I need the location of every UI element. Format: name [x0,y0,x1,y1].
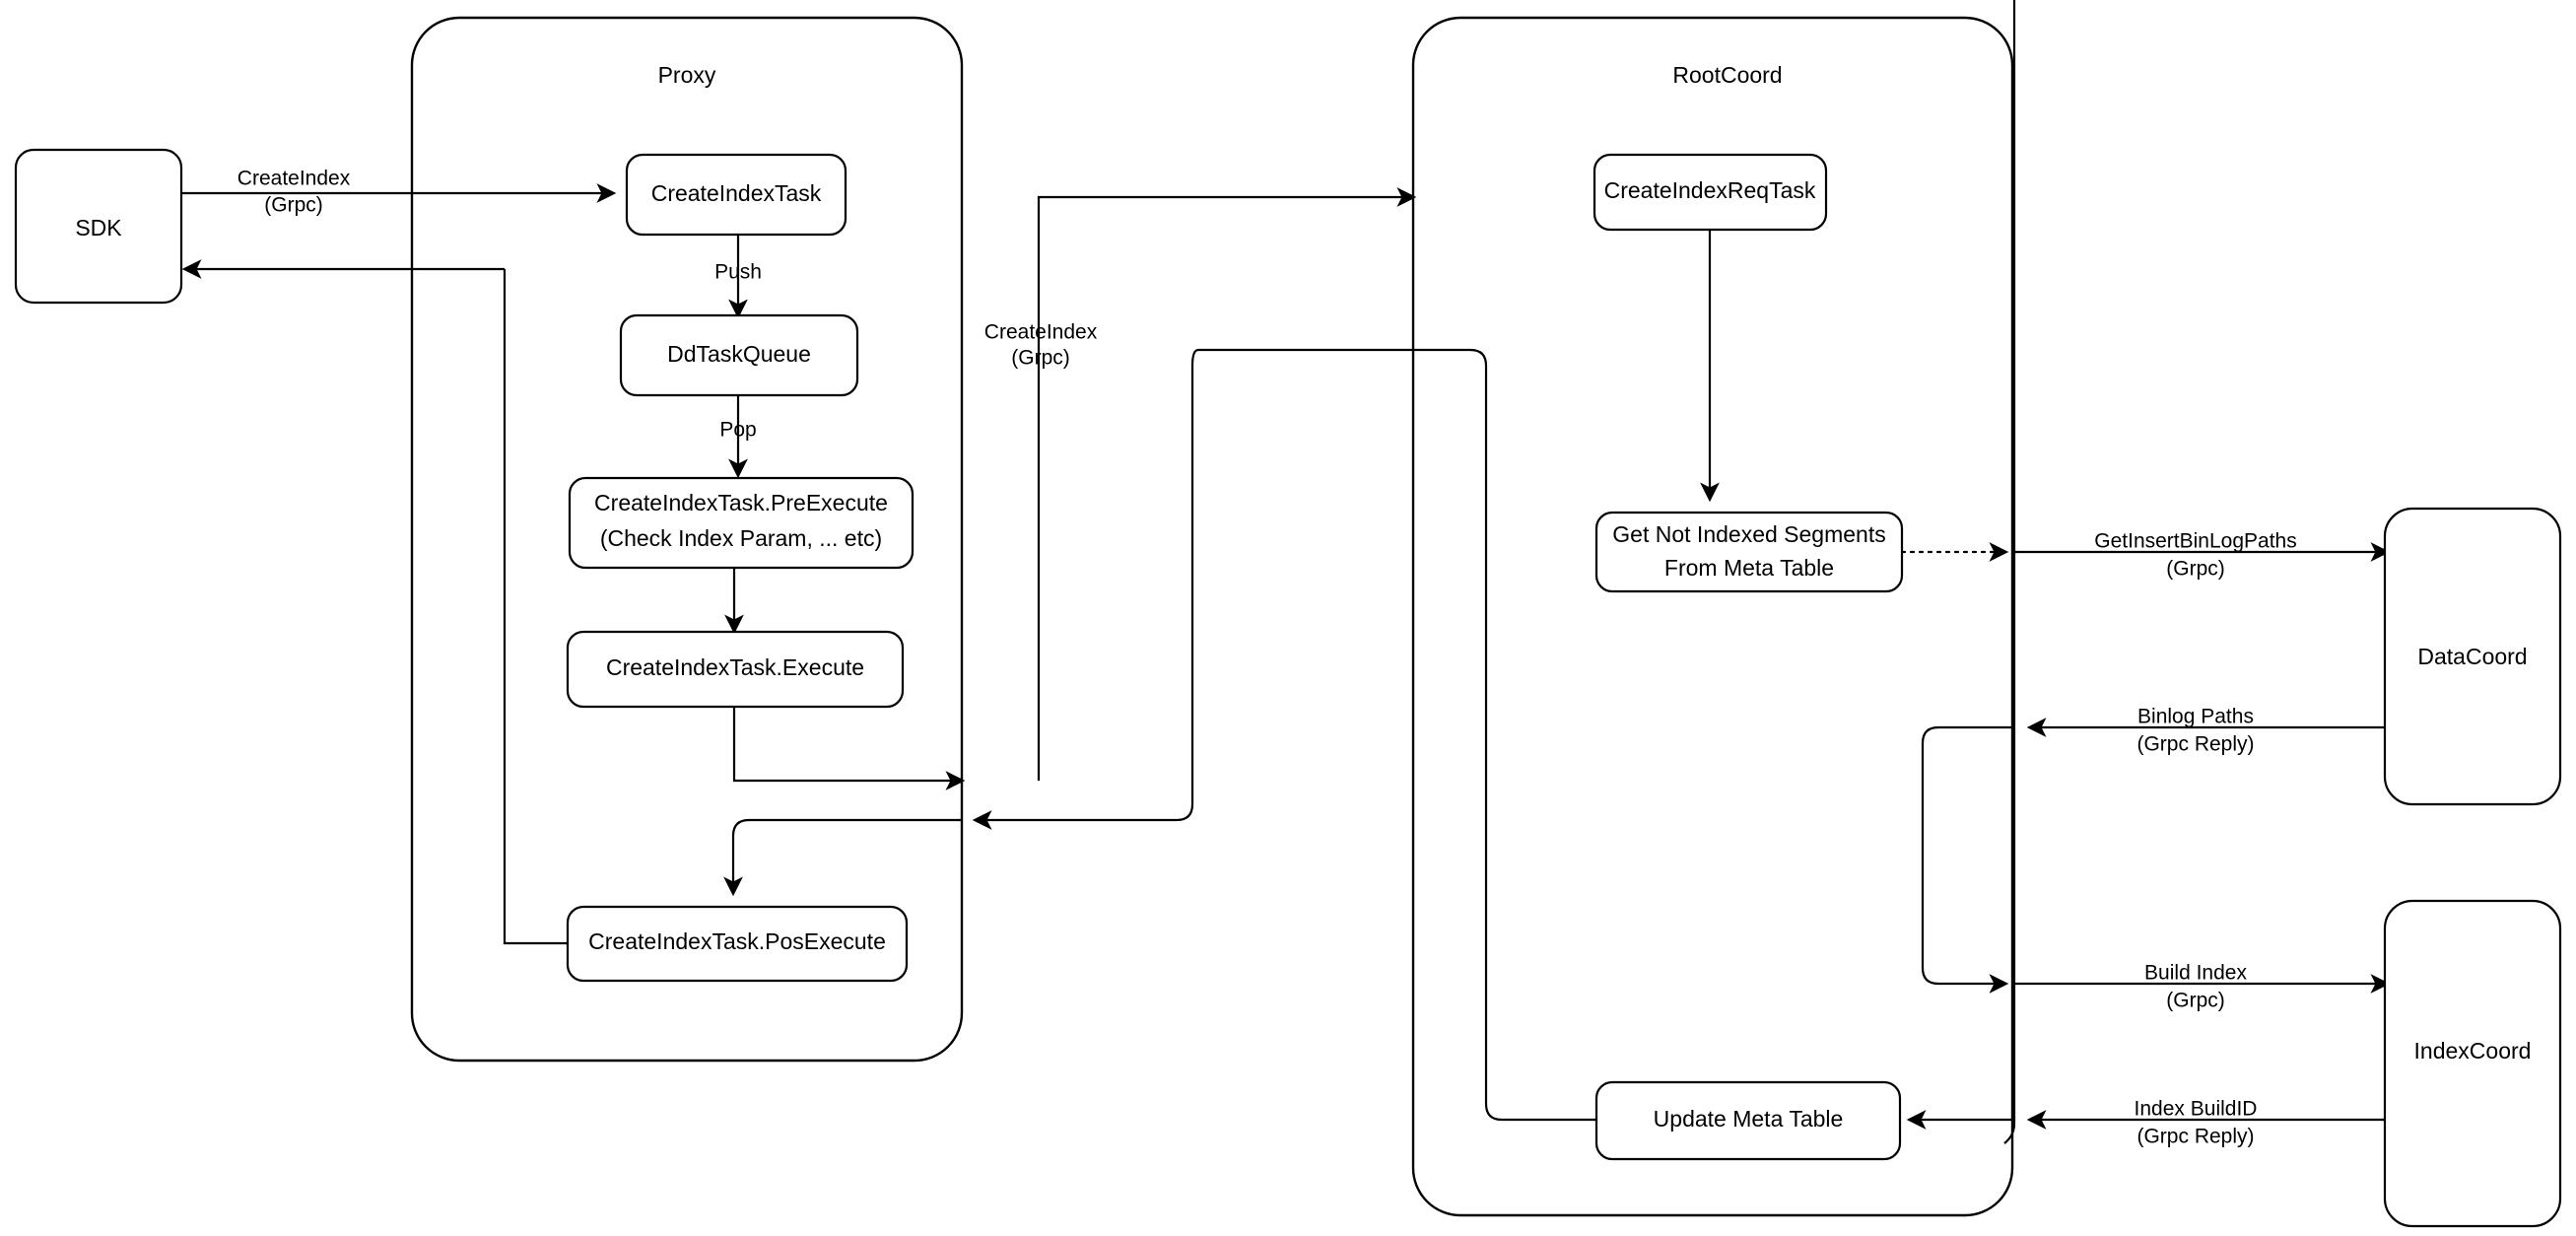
edge-label-build-index-line1: Build Index [2144,962,2247,985]
node-datacoord-label: DataCoord [2417,644,2527,669]
edge-label-push: Push [714,261,762,284]
node-create-index-task-label: CreateIndexTask [651,180,822,206]
edge-label-createindex-grpc-line1: CreateIndex [984,321,1098,344]
node-sdk-label: SDK [75,215,122,240]
edge-label-build-index-line2: (Grpc) [2166,990,2225,1012]
node-indexcoord[interactable]: IndexCoord [2383,899,2562,1228]
edge-label-binlog-paths-line2: (Grpc Reply) [2136,733,2254,756]
container-rootcoord: RootCoord [1411,16,2014,1217]
container-rootcoord-label: RootCoord [1672,62,1782,88]
edge-right-trunk [2003,0,2016,1144]
edge-label-binlog-paths-line1: Binlog Paths [2137,706,2254,728]
node-execute-label: CreateIndexTask.Execute [606,654,864,680]
edge-label-index-buildid-line1: Index BuildID [2135,1098,2258,1121]
node-get-segments-label-line2: From Meta Table [1664,555,1834,581]
node-create-index-req-task[interactable]: CreateIndexReqTask [1593,153,1828,232]
edge-posexecute-to-sdk [503,269,570,945]
edge-label-getinsertbinlogpaths-line1: GetInsertBinLogPaths [2094,530,2296,553]
node-create-index-task[interactable]: CreateIndexTask [625,153,847,237]
node-update-meta-table-label: Update Meta Table [1654,1106,1844,1132]
edge-label-getinsertbinlogpaths-line2: (Grpc) [2166,558,2225,581]
edge-rootcoord-reply-to-proxy [972,348,1413,830]
node-posexecute-label: CreateIndexTask.PosExecute [588,928,886,954]
node-datacoord[interactable]: DataCoord [2383,507,2562,806]
edge-reply-to-posexecute [723,818,962,897]
edge-createindex-grpc-to-rootcoord [1037,187,1417,781]
node-indexcoord-label: IndexCoord [2414,1038,2532,1064]
node-dd-task-queue-label: DdTaskQueue [667,341,811,367]
edge-label-createindex-grpc-line2: (Grpc) [1011,347,1070,370]
edge-label-index-buildid-line2: (Grpc Reply) [2136,1126,2254,1148]
node-sdk[interactable]: SDK [14,148,183,305]
node-preexecute-label-line2: (Check Index Param, ... etc) [600,525,882,551]
edge-label-sdk-createindex-line2: (Grpc) [264,194,323,217]
edge-label-sdk-createindex-line1: CreateIndex [237,168,351,190]
node-create-index-req-task-label: CreateIndexReqTask [1604,177,1816,203]
edge-label-pop: Pop [719,419,756,442]
edge-execute-to-rootcoord [732,705,966,790]
node-update-meta-table[interactable]: Update Meta Table [1594,1080,1902,1161]
node-create-index-task-execute[interactable]: CreateIndexTask.Execute [566,630,905,709]
container-proxy-label: Proxy [658,62,716,88]
node-preexecute-label-line1: CreateIndexTask.PreExecute [594,490,888,515]
node-dd-task-queue[interactable]: DdTaskQueue [619,313,859,397]
edge-binlog-to-buildindex-turn [1921,725,2014,994]
node-create-index-task-preexecute[interactable]: CreateIndexTask.PreExecute (Check Index … [568,476,915,570]
edge-updatemeta-to-reply [1413,348,1596,1122]
node-create-index-task-posexecute[interactable]: CreateIndexTask.PosExecute [566,905,909,983]
node-get-segments-label-line1: Get Not Indexed Segments [1612,521,1885,547]
node-get-not-indexed-segments[interactable]: Get Not Indexed Segments From Meta Table [1594,511,1904,593]
